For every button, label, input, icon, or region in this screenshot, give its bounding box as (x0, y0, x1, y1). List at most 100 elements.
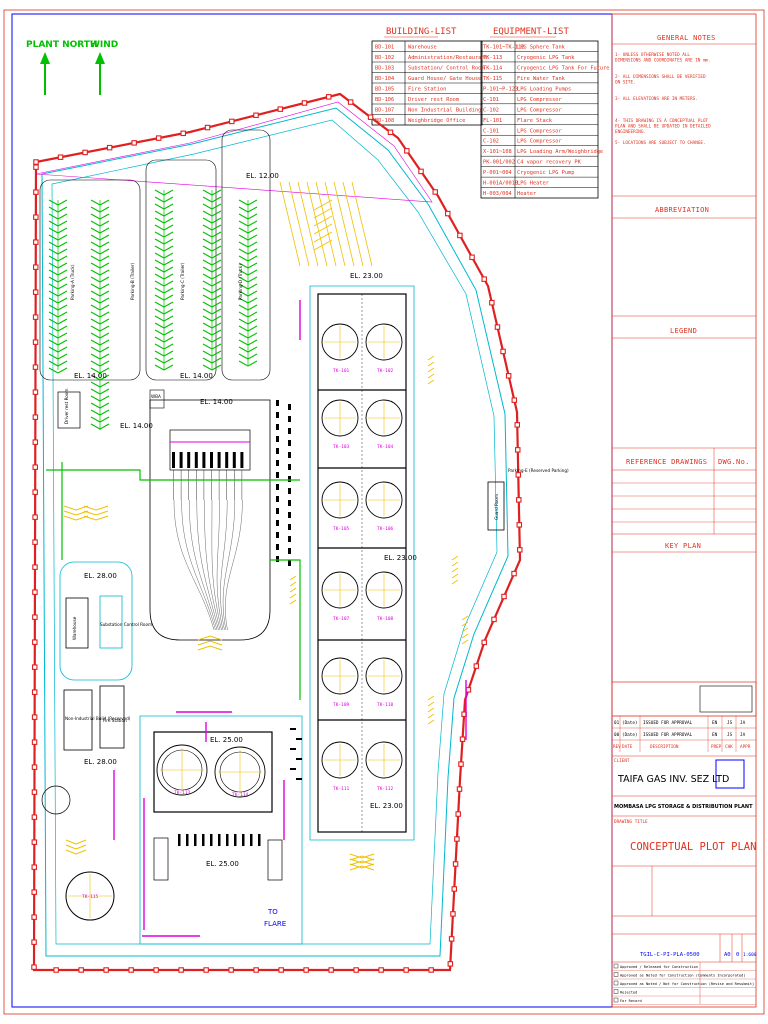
building-tag: BD-101 (375, 45, 394, 51)
svg-text:CLIENT: CLIENT (614, 758, 630, 764)
equipment-desc: Cryogenic LPG Tank (517, 55, 575, 61)
svg-text:Substation Control Room: Substation Control Room (100, 622, 152, 627)
rev-chk: JS (727, 720, 733, 726)
building-tag: BD-102 (375, 55, 394, 61)
svg-text:LEGEND: LEGEND (670, 327, 697, 335)
tank-label: TK-112 (377, 786, 394, 792)
rev-date: (Date) (622, 732, 638, 738)
equipment-desc: LPG Sphere Tank (517, 45, 566, 51)
equipment-desc: LPG Compressor (517, 107, 562, 113)
general-note: 5- LOCATIONS ARE SUBJECT TO CHANGE. (615, 140, 706, 146)
rev-chk: JS (727, 732, 733, 738)
svg-text:TO: TO (267, 908, 278, 916)
building-desc: Administration/Restaurant (408, 55, 488, 61)
wind-arrow-icon (95, 52, 105, 64)
equipment-tag: TK-101~TK-112 (483, 45, 524, 51)
svg-text:TK-114: TK-114 (232, 792, 249, 798)
equipment-desc: Cryogenic LPG Tank For Future (517, 65, 609, 71)
equipment-tag: TK-115 (483, 76, 502, 82)
elevation-labels: EL. 12.00 EL. 23.00 EL. 14.00 EL. 14.00 … (74, 172, 417, 928)
general-note: 3- ALL ELEVATIONS ARE IN METERS. (615, 96, 698, 102)
equipment-tag: C-102 (483, 107, 499, 113)
svg-text:EL. 23.00: EL. 23.00 (384, 554, 417, 562)
svg-text:REFERENCE DRAWINGS: REFERENCE DRAWINGS (626, 458, 707, 466)
equipment-tag: C-101 (483, 128, 499, 134)
svg-text:EL. 14.00: EL. 14.00 (180, 372, 213, 380)
tank-label: TK-102 (377, 368, 394, 374)
building-desc: Fire Station (408, 87, 446, 93)
equipment-desc: LPG Loading Arm/Weighbridge (517, 149, 603, 155)
svg-text:BUILDING-LIST: BUILDING-LIST (386, 27, 457, 37)
tank-label: TK-111 (333, 786, 350, 792)
building-tag: BD-106 (375, 97, 394, 103)
svg-text:A0: A0 (724, 952, 731, 958)
approval-row: Approved as Noted / Not for Construction… (620, 982, 754, 986)
rev-by: EN (712, 720, 718, 726)
parking-areas: Parking-A (Truck) Parking-B (Trailer) Pa… (39, 129, 271, 430)
rev-header: PREP (711, 744, 722, 750)
svg-text:Driver rest Room: Driver rest Room (64, 388, 69, 424)
svg-text:FLARE: FLARE (264, 920, 286, 928)
svg-text:Guard Room: Guard Room (494, 494, 499, 520)
building-tag: BD-103 (375, 66, 394, 72)
loading-area: WBA (149, 389, 291, 641)
svg-text:EL. 23.00: EL. 23.00 (370, 802, 403, 810)
rev-desc: ISSUED FOR APPROVAL (643, 720, 693, 726)
equipment-tag: H-001A/001B (483, 181, 518, 187)
svg-text:TAIFA GAS INV. SEZ LTD: TAIFA GAS INV. SEZ LTD (617, 774, 729, 785)
tank-label: TK-106 (377, 526, 394, 532)
sheet-border (3, 9, 765, 1015)
tank-label: TK-108 (377, 616, 394, 622)
approval-row: Approved / Released for Construction (620, 965, 698, 969)
building-desc: Non Industrial Building (408, 108, 481, 114)
right-panel-frame (611, 13, 757, 1008)
equipment-tag: PK-001/002 (483, 160, 515, 166)
rev-header: DESCRIPTION (650, 744, 679, 750)
tank-label: TK-101 (333, 368, 350, 374)
fire-water-tank: TK-115 (41, 785, 115, 921)
rev-header: APPR (740, 744, 751, 750)
magenta-lines (113, 300, 467, 937)
equipment-tag: FL-101 (483, 118, 502, 124)
svg-text:Fire Station: Fire Station (103, 718, 127, 723)
svg-text:CONCEPTUAL PLOT PLAN: CONCEPTUAL PLOT PLAN (630, 841, 756, 853)
building-tag: BD-104 (375, 76, 394, 82)
tank-label: TK-107 (333, 616, 350, 622)
svg-text:Parking-D (Truck): Parking-D (Truck) (238, 264, 243, 300)
tank-label: TK-109 (333, 702, 350, 708)
svg-text:WIND: WIND (90, 40, 118, 50)
svg-text:DWG.No.: DWG.No. (718, 458, 750, 466)
svg-text:Parking-A (Truck): Parking-A (Truck) (70, 264, 75, 300)
svg-text:EL. 25.00: EL. 25.00 (210, 736, 243, 744)
equipment-tag: C-101 (483, 97, 499, 103)
rev-date: (Date) (622, 720, 638, 726)
building-desc: Warehouse (408, 45, 437, 51)
approval-row: For Record (620, 999, 642, 1003)
equipment-desc: LPG Loading Pumps (517, 86, 571, 92)
svg-text:MOMBASA LPG STORAGE & DISTRIBU: MOMBASA LPG STORAGE & DISTRIBUTION PLANT (614, 804, 753, 810)
equipment-tag: TK-114 (483, 65, 502, 71)
rev-header: CHK (725, 744, 733, 750)
svg-text:EL. 23.00: EL. 23.00 (350, 272, 383, 280)
north-arrows: PLANT NORTH WIND (26, 40, 118, 95)
svg-text:Parking-C (Trailer): Parking-C (Trailer) (180, 262, 185, 300)
svg-text:Warehouse: Warehouse (72, 616, 77, 640)
building-desc: Driver rest Room (408, 97, 459, 103)
svg-text:EL. 28.00: EL. 28.00 (84, 572, 117, 580)
drainage-arrows (63, 181, 469, 871)
svg-text:EL. 25.00: EL. 25.00 (206, 860, 239, 868)
building-tag: BD-108 (375, 118, 394, 124)
equipment-tag: X-101~108 (483, 149, 512, 155)
equipment-tag: P-001~004 (483, 170, 512, 176)
building-tag: BD-105 (375, 87, 394, 93)
equipment-tag: H-003/004 (483, 191, 512, 197)
tank-label: TK-105 (333, 526, 350, 532)
svg-text:TGIL-C-PI-PLA-0500: TGIL-C-PI-PLA-0500 (640, 952, 700, 958)
building-desc: Weighbridge Office (408, 118, 465, 124)
equipment-desc: Flare Stack (517, 118, 553, 124)
